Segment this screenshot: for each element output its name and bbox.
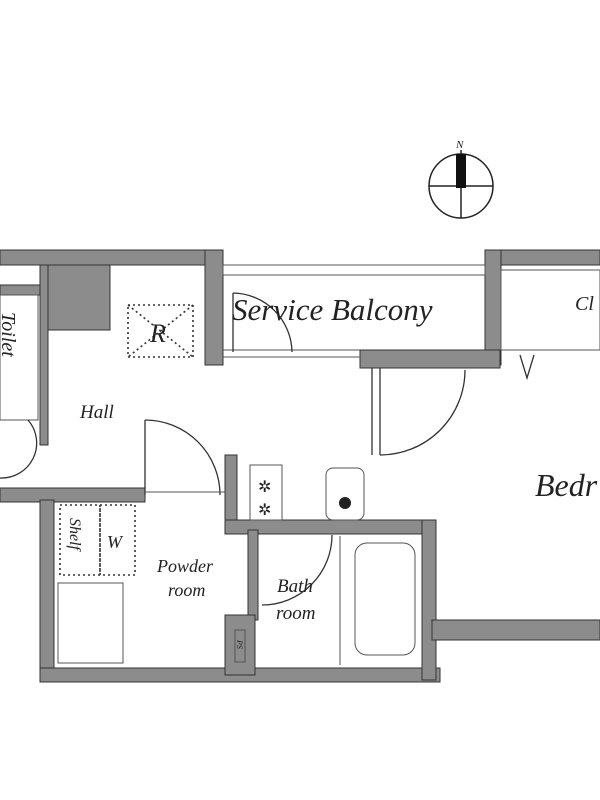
- label-bath-room-line2: room: [276, 603, 315, 624]
- label-bedroom: Bedr: [535, 467, 598, 503]
- label-shelf: Shelf: [66, 518, 83, 553]
- label-pipe-space: PS: [235, 639, 244, 649]
- label-refrigerator: R: [149, 319, 166, 348]
- label-closet: Cl: [575, 293, 594, 315]
- label-bath-room-line1: Bath: [277, 576, 313, 597]
- svg-text:✲: ✲: [258, 502, 271, 519]
- label-toilet: Toilet: [0, 312, 19, 357]
- svg-text:✲: ✲: [258, 479, 271, 496]
- label-service-balcony: Service Balcony: [232, 292, 433, 327]
- label-hall: Hall: [79, 402, 114, 423]
- compass-label: N: [455, 139, 464, 151]
- label-washer: W: [107, 532, 124, 552]
- compass-north-icon: N: [428, 139, 494, 219]
- label-powder-room-line1: Powder: [156, 556, 214, 576]
- walls: [0, 249, 600, 683]
- stove-icon: ✲ ✲: [249, 464, 283, 521]
- label-powder-room-line2: room: [168, 580, 205, 600]
- sink-icon: [325, 467, 365, 521]
- refrigerator-icon: [127, 304, 194, 358]
